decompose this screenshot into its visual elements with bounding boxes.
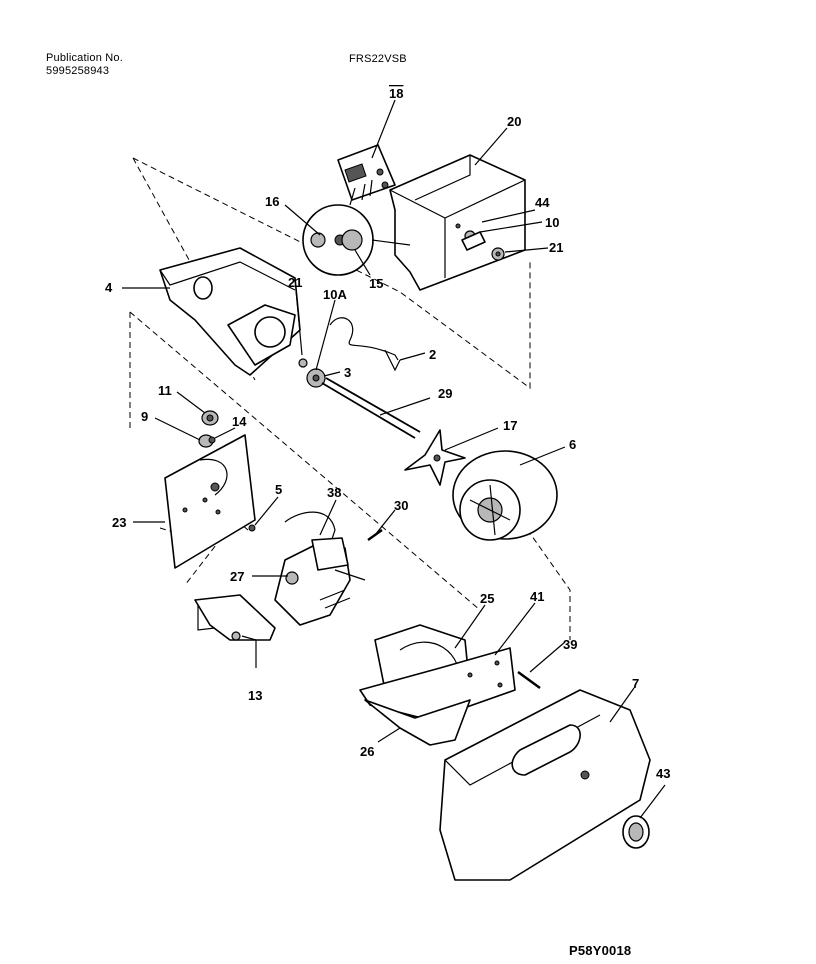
publication-number: 5995258943 — [46, 65, 110, 77]
callout-20: 20 — [507, 114, 521, 129]
part-20-motor-housing — [389, 154, 526, 291]
callout-9: 9 — [141, 409, 148, 424]
callout-25: 25 — [480, 591, 494, 606]
publication-label: Publication No. — [46, 52, 123, 64]
part-43-cap — [622, 815, 650, 849]
part-23-door-plate — [164, 434, 256, 569]
diagram-code: P58Y0018 — [569, 943, 632, 958]
callout-41: 41 — [530, 589, 544, 604]
part-38-spring — [284, 511, 336, 546]
callout-3: 3 — [344, 365, 351, 380]
callout-labels: 18 20 44 10 21 16 15 4 21 10A 2 3 29 11 … — [105, 86, 670, 781]
callout-17: 17 — [503, 418, 517, 433]
callout-2: 2 — [429, 347, 436, 362]
callout-7: 7 — [632, 676, 639, 691]
callout-4: 4 — [105, 280, 113, 295]
part-11-washer — [201, 410, 219, 426]
callout-23: 23 — [112, 515, 126, 530]
callout-14: 14 — [232, 414, 247, 429]
callout-10a: 10A — [323, 287, 347, 302]
part-10a-spring — [329, 317, 399, 361]
callout-21-mid: 21 — [288, 275, 302, 290]
callout-29: 29 — [438, 386, 452, 401]
callout-leader-lines — [122, 99, 666, 819]
part-2-wire — [384, 349, 401, 372]
callout-43: 43 — [656, 766, 670, 781]
part-17-crusher-blade — [404, 429, 466, 486]
part-6-drive-wheel — [452, 450, 558, 541]
part-29-shaft — [321, 377, 421, 439]
callout-44: 44 — [535, 195, 550, 210]
callout-38: 38 — [327, 485, 341, 500]
publication-info: Publication No. 5995258943 — [46, 52, 123, 78]
callout-11: 11 — [158, 383, 172, 398]
part-27-solenoid-bracket — [274, 537, 366, 626]
model-number: FRS22VSB — [349, 53, 407, 65]
part-18-switch — [337, 144, 396, 206]
part-3-bushing — [306, 368, 326, 388]
callout-30: 30 — [394, 498, 408, 513]
callout-27: 27 — [230, 569, 244, 584]
callout-39: 39 — [563, 637, 577, 652]
callout-10: 10 — [545, 215, 559, 230]
part-13-door-flap — [194, 594, 276, 641]
callout-16: 16 — [265, 194, 279, 209]
part-39-screw — [517, 671, 541, 689]
callout-13: 13 — [248, 688, 262, 703]
part-5-screw — [248, 524, 256, 532]
callout-15: 15 — [369, 276, 383, 291]
part-15-16-detail-circle — [302, 204, 411, 276]
part-4-ice-bucket — [159, 247, 301, 376]
part-21-nut — [491, 247, 505, 261]
callout-18: 18 — [389, 86, 403, 101]
callout-21-top: 21 — [549, 240, 563, 255]
callout-5: 5 — [275, 482, 282, 497]
callout-26: 26 — [360, 744, 374, 759]
part-7-dispenser-cover — [439, 689, 651, 881]
part-14-screw — [208, 436, 216, 444]
part-21-washer — [298, 358, 308, 368]
callout-6: 6 — [569, 437, 576, 452]
